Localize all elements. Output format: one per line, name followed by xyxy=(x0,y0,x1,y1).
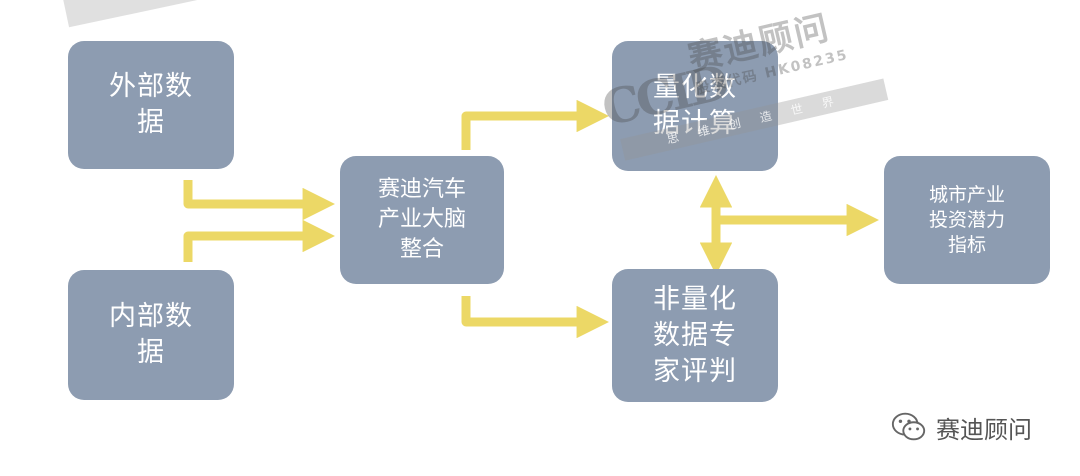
node-internal-data: 内部数 据 xyxy=(68,270,234,400)
wechat-icon xyxy=(891,412,926,441)
arrow-internal-to-brain xyxy=(183,219,335,262)
arrow-brain-to-nonquant xyxy=(461,296,609,339)
wechat-account-name: 赛迪顾问 xyxy=(936,415,1032,444)
wechat-account-footer: 赛迪顾问 xyxy=(890,408,1032,446)
node-brain-integration: 赛迪汽车 产业大脑 整合 xyxy=(340,156,504,284)
node-city-investment-index: 城市产业 投资潜力 指标 xyxy=(884,156,1050,284)
node-quantitative-calc: 量化数 据计算 xyxy=(612,41,778,171)
node-nonquantitative-expert: 非量化 数据专 家评判 xyxy=(612,269,778,402)
arrow-external-to-brain xyxy=(183,180,335,221)
arrow-brain-to-quant xyxy=(461,99,609,150)
node-external-data: 外部数 据 xyxy=(68,41,234,169)
